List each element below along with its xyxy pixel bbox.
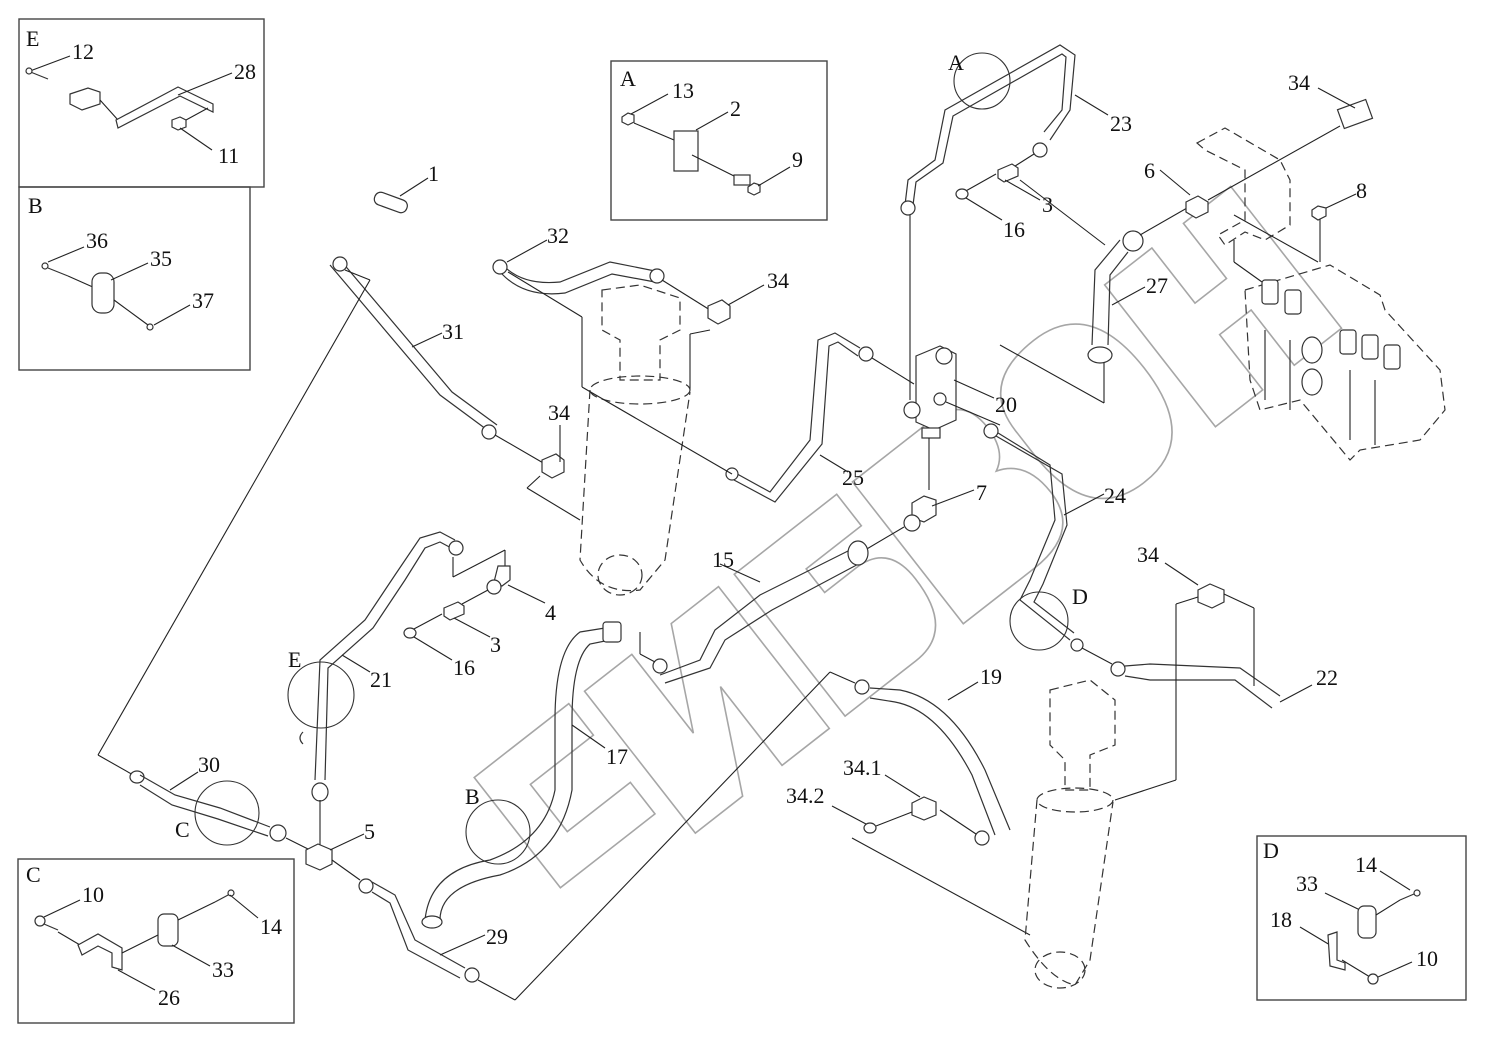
callout-c-33: 33 bbox=[212, 957, 234, 982]
callout-c-10: 10 bbox=[82, 882, 104, 907]
part-1: 1 bbox=[373, 161, 439, 214]
callout-16-mid: 16 bbox=[453, 655, 475, 680]
callout-34-top-right: 34 bbox=[1288, 70, 1310, 95]
hose-17: 17 B bbox=[421, 621, 628, 929]
callout-2: 2 bbox=[730, 96, 741, 121]
callout-34-1: 34.1 bbox=[843, 755, 882, 780]
inset-c-title: C bbox=[26, 862, 41, 887]
callout-24: 24 bbox=[1104, 483, 1126, 508]
callout-5: 5 bbox=[364, 819, 375, 844]
callout-25: 25 bbox=[842, 465, 864, 490]
valve-20: 20 bbox=[903, 205, 1017, 490]
circle-label-d: D bbox=[1072, 584, 1088, 609]
callout-4: 4 bbox=[545, 600, 556, 625]
callout-16-top: 16 bbox=[1003, 217, 1025, 242]
inset-e-title: E bbox=[26, 26, 39, 51]
callout-c-26: 26 bbox=[158, 985, 180, 1010]
callout-11: 11 bbox=[218, 143, 239, 168]
callout-36: 36 bbox=[86, 228, 108, 253]
tube-21: 21 E 4 3 16 bbox=[287, 531, 556, 802]
callout-34-left: 34 bbox=[548, 400, 570, 425]
hose-32: 32 34 bbox=[492, 223, 789, 390]
hose-31: 31 34 bbox=[97, 256, 581, 756]
inset-a: A 13 2 9 bbox=[610, 60, 828, 221]
callout-9: 9 bbox=[792, 147, 803, 172]
callout-37: 37 bbox=[192, 288, 214, 313]
callout-21: 21 bbox=[370, 667, 392, 692]
callout-3-mid: 3 bbox=[490, 632, 501, 657]
hose-19: 19 34.1 34.2 bbox=[786, 664, 1031, 936]
callout-7: 7 bbox=[976, 480, 987, 505]
inset-b-title: B bbox=[28, 193, 43, 218]
tube-24: 24 D bbox=[983, 423, 1126, 652]
callout-31: 31 bbox=[442, 319, 464, 344]
callout-13: 13 bbox=[672, 78, 694, 103]
callout-34-right: 34 bbox=[1137, 542, 1159, 567]
callout-32: 32 bbox=[547, 223, 569, 248]
inset-b: B 36 35 37 bbox=[18, 186, 251, 371]
circle-label-c: C bbox=[175, 817, 190, 842]
callout-35: 35 bbox=[150, 246, 172, 271]
callout-28: 28 bbox=[234, 59, 256, 84]
callout-d-33: 33 bbox=[1296, 871, 1318, 896]
callout-23: 23 bbox=[1110, 111, 1132, 136]
callout-c-14: 14 bbox=[260, 914, 282, 939]
cylinder-left bbox=[579, 284, 691, 596]
inset-d-title: D bbox=[1263, 838, 1279, 863]
callout-27: 27 bbox=[1146, 273, 1168, 298]
callout-34-upper: 34 bbox=[767, 268, 789, 293]
hose-15: 7 15 bbox=[639, 480, 987, 684]
tube-30-29: 30 C 5 29 bbox=[97, 671, 856, 1001]
callout-8: 8 bbox=[1356, 178, 1367, 203]
hose-22: 22 34 bbox=[1081, 542, 1338, 801]
callout-12: 12 bbox=[72, 39, 94, 64]
callout-3-top: 3 bbox=[1042, 192, 1053, 217]
tube-25: 25 bbox=[581, 332, 915, 503]
tube-27: 27 6 34 bbox=[999, 70, 1374, 404]
callout-1: 1 bbox=[428, 161, 439, 186]
callout-d-18: 18 bbox=[1270, 907, 1292, 932]
watermark bbox=[473, 185, 1343, 889]
tube-23: A 23 3 16 bbox=[900, 44, 1132, 246]
inset-e: E 12 28 11 bbox=[18, 18, 265, 188]
callout-6: 6 bbox=[1144, 158, 1155, 183]
callout-29: 29 bbox=[486, 924, 508, 949]
cylinder-right bbox=[1024, 679, 1116, 989]
callout-20: 20 bbox=[995, 392, 1017, 417]
callout-15: 15 bbox=[712, 547, 734, 572]
control-valve-bank: 8 bbox=[1195, 127, 1446, 461]
callout-d-14: 14 bbox=[1355, 852, 1377, 877]
callout-17: 17 bbox=[606, 744, 628, 769]
callout-19: 19 bbox=[980, 664, 1002, 689]
inset-d: D 14 33 18 10 bbox=[1256, 835, 1467, 1001]
inset-c: C 10 14 33 26 bbox=[17, 858, 295, 1024]
callout-d-10: 10 bbox=[1416, 946, 1438, 971]
inset-a-title: A bbox=[620, 66, 636, 91]
circle-label-e: E bbox=[288, 647, 301, 672]
callout-30: 30 bbox=[198, 752, 220, 777]
callout-22: 22 bbox=[1316, 665, 1338, 690]
circle-label-a: A bbox=[948, 50, 964, 75]
circle-label-b: B bbox=[465, 784, 480, 809]
callout-34-2: 34.2 bbox=[786, 783, 825, 808]
